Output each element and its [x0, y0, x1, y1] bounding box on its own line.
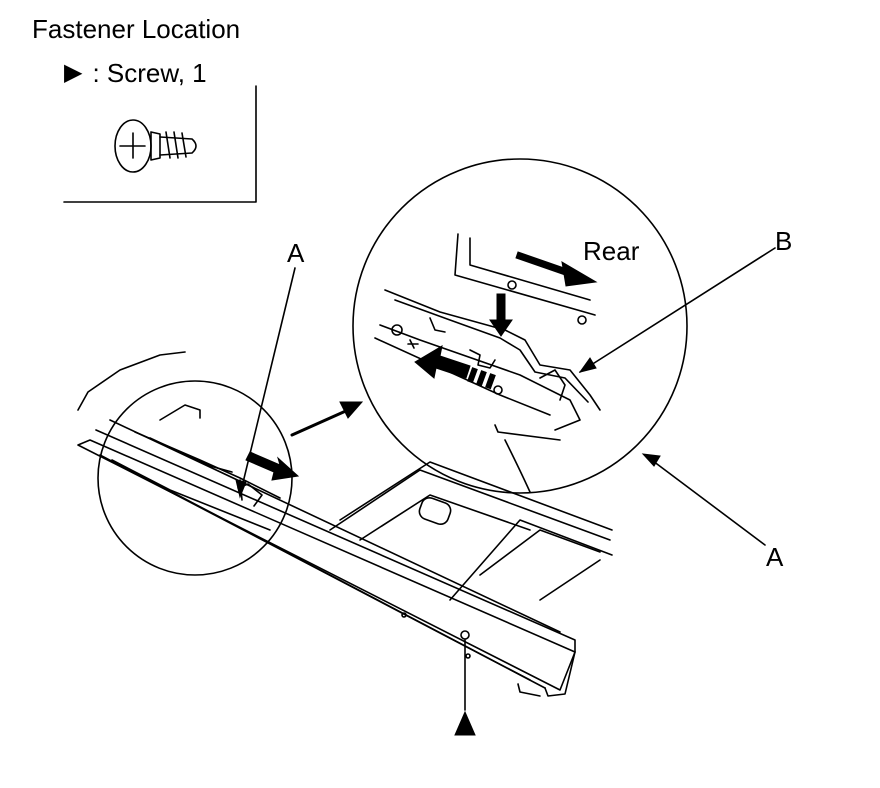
a-left-arrowhead — [235, 479, 247, 499]
detail-circle-left — [97, 380, 293, 576]
connector-arrowhead — [339, 401, 364, 419]
screw-icon — [114, 119, 197, 173]
detail-circle-right — [352, 158, 688, 494]
slide-direction-arrow — [414, 344, 496, 390]
callout-a-left: A — [287, 238, 305, 268]
right-detail-parts — [374, 233, 601, 493]
left-direction-arrow — [245, 451, 300, 481]
fastener-legend: ▶ : Screw, 1 — [64, 60, 207, 86]
screw-marker-icon: ▶ — [64, 59, 83, 86]
b-arrowhead — [578, 357, 597, 373]
callout-rear: Rear — [583, 236, 640, 266]
a-right-arrowhead — [641, 453, 661, 467]
connector-arrow-shaft — [290, 408, 350, 437]
rear-direction-arrow — [515, 251, 598, 287]
screw-location-marker — [454, 710, 476, 736]
floor-rail — [77, 351, 613, 697]
diagram-title: Fastener Location — [32, 14, 241, 44]
leader-line-b — [579, 247, 776, 373]
callout-a-right: A — [766, 542, 784, 572]
callout-b: B — [775, 226, 792, 256]
leader-line-a-right — [644, 454, 766, 546]
fastener-legend-text: : Screw, 1 — [92, 58, 207, 88]
screw-detail-box — [63, 85, 257, 203]
push-down-arrow — [489, 293, 513, 337]
